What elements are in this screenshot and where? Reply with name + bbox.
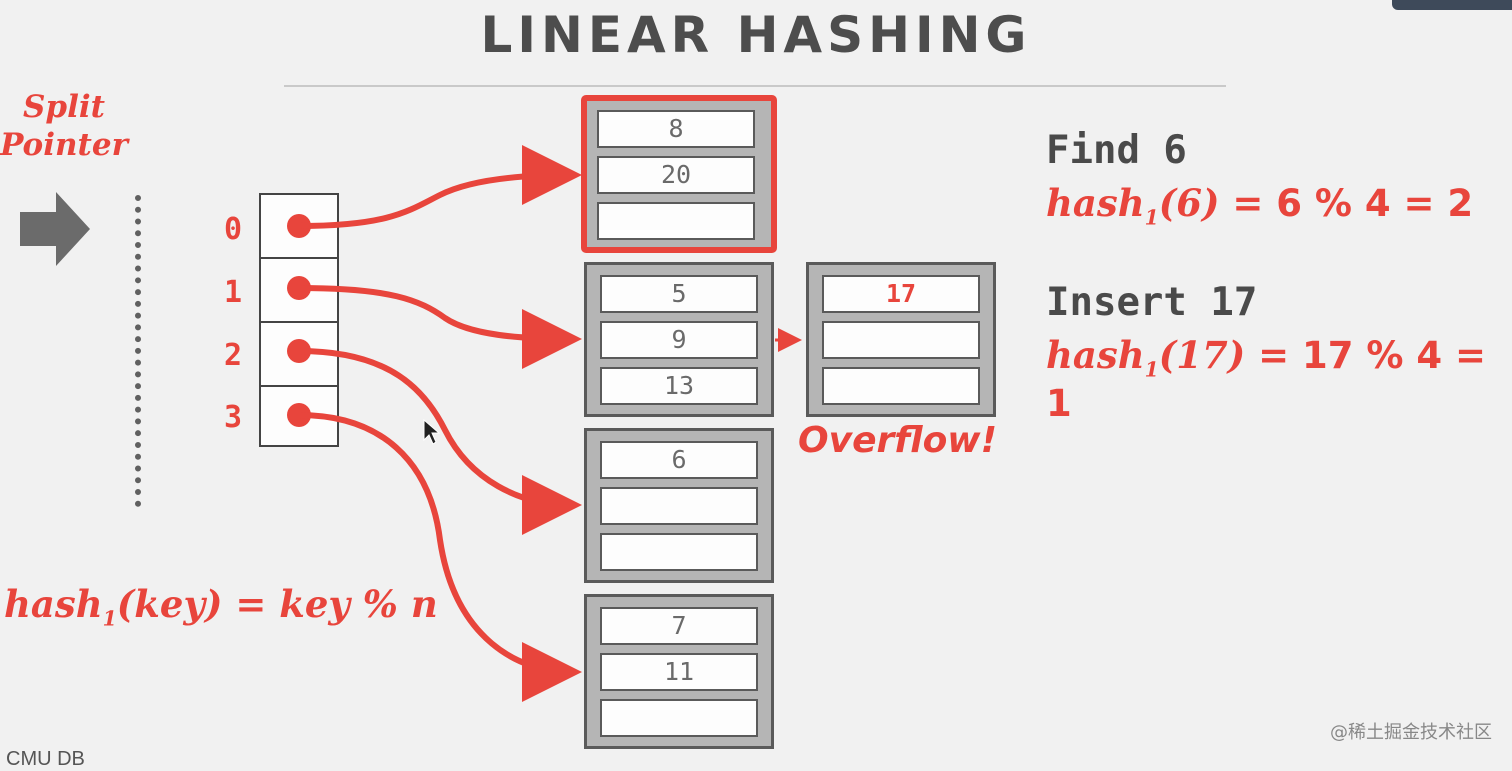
split-pointer-label: Split Pointer bbox=[0, 86, 128, 166]
find-hash-expression: hash1(6) = 6 % 4 = 2 bbox=[1046, 181, 1473, 229]
insert-hash-expression: hash1(17) = 17 % 4 = 1 bbox=[1046, 333, 1512, 425]
split-pointer-line1: Split bbox=[23, 89, 105, 125]
title-divider bbox=[284, 85, 1226, 87]
find-hash-arg: (6) bbox=[1158, 181, 1220, 225]
directory-divider bbox=[261, 385, 337, 387]
overflow-bucket-slot: 17 bbox=[822, 275, 980, 313]
directory-index-0: 0 bbox=[223, 212, 243, 247]
find-hash-result: = 6 % 4 = 2 bbox=[1232, 182, 1474, 225]
directory-index-2: 2 bbox=[223, 338, 243, 373]
bucket-2-slot bbox=[600, 487, 758, 525]
slide-title: LINEAR HASHING bbox=[480, 6, 1032, 64]
mouse-cursor-icon bbox=[423, 418, 441, 445]
pointer-arrow-3 bbox=[298, 412, 582, 702]
insert-hash-name: hash bbox=[1046, 333, 1145, 377]
bucket-3-slot: 11 bbox=[600, 653, 758, 691]
bucket-1-slot: 9 bbox=[600, 321, 758, 359]
bucket-1-slot: 13 bbox=[600, 367, 758, 405]
formula-rest: (key) = key % n bbox=[116, 582, 438, 626]
watermark: @稀土掘金技术社区 bbox=[1330, 722, 1492, 743]
find-hash-sub: 1 bbox=[1144, 205, 1159, 230]
overflow-label: Overflow! bbox=[798, 420, 997, 461]
split-pointer-arrow-icon bbox=[20, 192, 90, 266]
bucket-0: 8 20 bbox=[581, 95, 777, 253]
insert-command: Insert 17 bbox=[1046, 280, 1258, 325]
bucket-3-slot: 7 bbox=[600, 607, 758, 645]
bucket-0-slot: 8 bbox=[597, 110, 755, 148]
bucket-2-slot bbox=[600, 533, 758, 571]
bucket-0-slot: 20 bbox=[597, 156, 755, 194]
bucket-1-slot: 5 bbox=[600, 275, 758, 313]
split-pointer-track bbox=[135, 195, 141, 507]
insert-hash-sub: 1 bbox=[1144, 357, 1159, 382]
pointer-arrow-0 bbox=[298, 145, 582, 229]
insert-hash-arg: (17) bbox=[1158, 333, 1246, 377]
pointer-arrow-2 bbox=[298, 348, 582, 535]
overflow-bucket-slot bbox=[822, 367, 980, 405]
bucket-2: 6 bbox=[584, 428, 774, 583]
overflow-bucket-slot bbox=[822, 321, 980, 359]
overflow-bucket: 17 bbox=[806, 262, 996, 417]
find-hash-name: hash bbox=[1046, 181, 1145, 225]
pointer-arrow-1 bbox=[298, 285, 582, 369]
bucket-0-slot bbox=[597, 202, 755, 240]
directory-divider bbox=[261, 257, 337, 259]
split-pointer-line2: Pointer bbox=[0, 127, 128, 163]
directory-index-1: 1 bbox=[223, 275, 243, 310]
insert-hash-result: = 17 % 4 = 1 bbox=[1046, 334, 1487, 426]
footer-course-label: CMU DB bbox=[6, 748, 85, 770]
bucket-1: 5 9 13 bbox=[584, 262, 774, 417]
formula-sub: 1 bbox=[102, 606, 117, 631]
find-command: Find 6 bbox=[1046, 128, 1187, 173]
formula-name: hash bbox=[4, 582, 103, 626]
video-thumbnail bbox=[1392, 0, 1512, 10]
directory-divider bbox=[261, 321, 337, 323]
bucket-3-slot bbox=[600, 699, 758, 737]
directory-index-3: 3 bbox=[223, 400, 243, 435]
bucket-2-slot: 6 bbox=[600, 441, 758, 479]
hash-formula: hash1(key) = key % n bbox=[4, 582, 438, 630]
bucket-3: 7 11 bbox=[584, 594, 774, 749]
